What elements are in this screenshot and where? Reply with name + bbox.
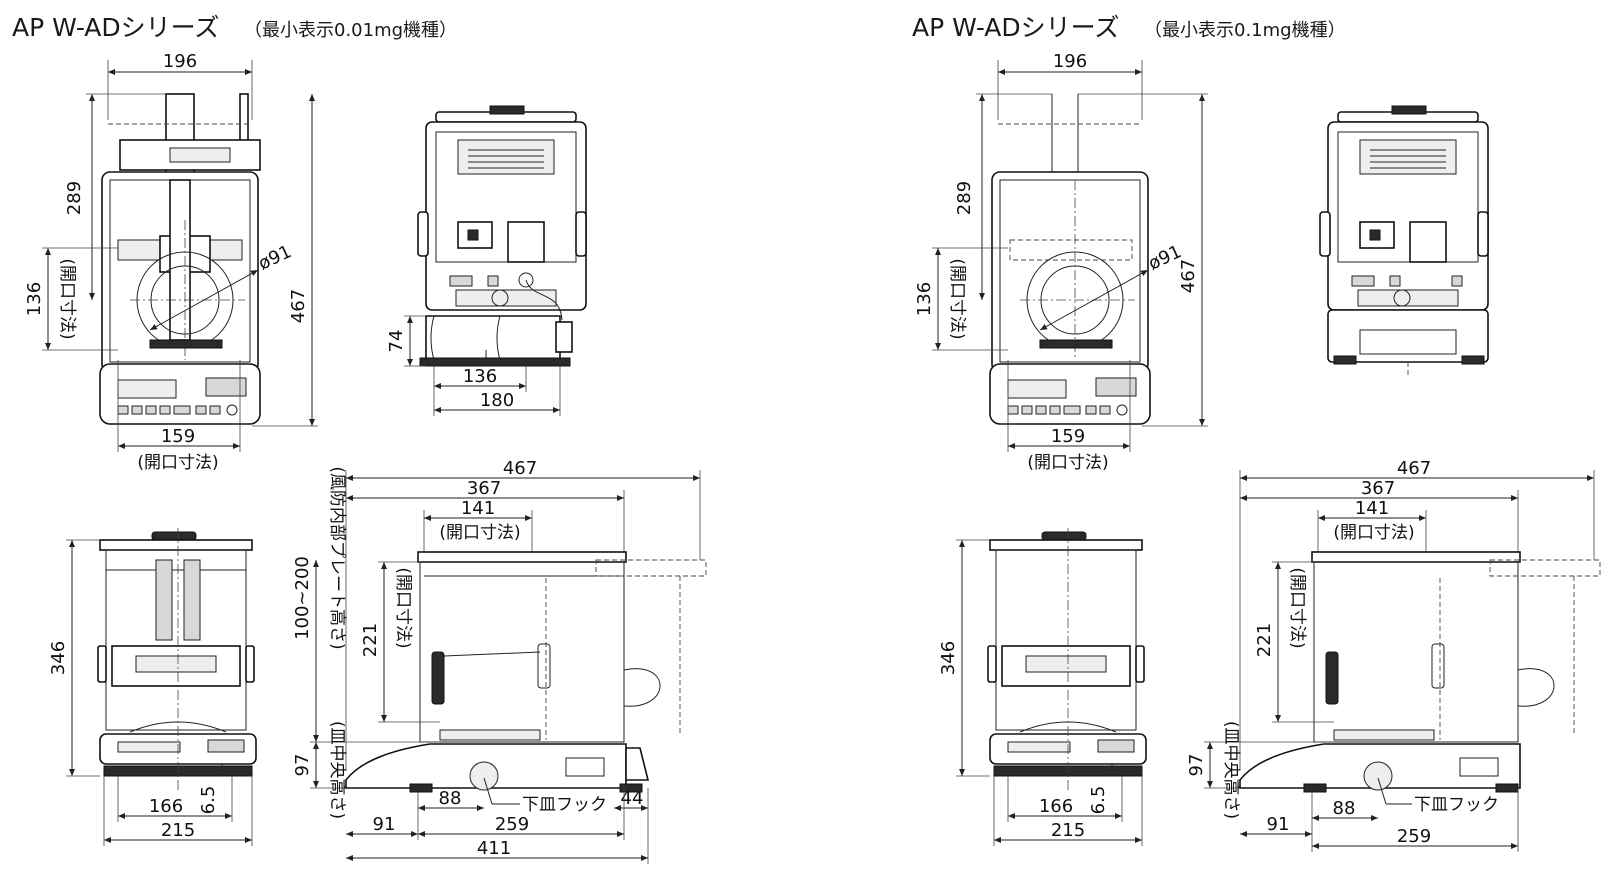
- r-dim-inner-h-note: (開口寸法): [1287, 567, 1307, 648]
- dim-front-width: 196: [163, 51, 197, 72]
- dim-door-opening-w-note: (開口寸法): [137, 453, 218, 473]
- left-front-lower-view: 346 166 215 6.5: [48, 528, 257, 846]
- r-dim-pan-h-note: (皿中央高さ): [1221, 721, 1241, 819]
- right-front-lower-view: 346 166 215 6.5: [938, 528, 1147, 846]
- dim-lower-height: 346: [48, 641, 69, 675]
- r-dim-foot-inner: 166: [1039, 796, 1073, 817]
- r-dim-side-depth: 367: [1361, 478, 1395, 499]
- right-rear-view: [1319, 105, 1489, 376]
- right-subtitle: （最小表示0.1mg機種）: [1144, 20, 1346, 41]
- dim-pan-diameter: ø91: [255, 241, 295, 274]
- dim-foot-height: 6.5: [198, 786, 219, 815]
- dim-base-w2: 180: [480, 390, 514, 411]
- dim-door-opening-h-note: (開口寸法): [57, 258, 77, 339]
- dim-side-44: 44: [621, 788, 644, 809]
- r-dim-side-88: 88: [1333, 798, 1356, 819]
- dim-front-289: 289: [64, 181, 85, 215]
- r-dim-top-open-note: (開口寸法): [1333, 523, 1414, 543]
- r-dim-front-289: 289: [954, 181, 975, 215]
- r-dim-side-total-depth: 467: [1397, 458, 1431, 479]
- dim-plate-h-note: (風防内部プレート高さ): [327, 466, 347, 649]
- r-dim-front-total-height: 467: [1178, 259, 1199, 293]
- r-dim-side-91: 91: [1267, 814, 1290, 835]
- r-dim-front-width: 196: [1053, 51, 1087, 72]
- dim-side-depth: 367: [467, 478, 501, 499]
- dim-pan-h-note: (皿中央高さ): [327, 721, 347, 819]
- dim-side-259: 259: [495, 814, 529, 835]
- r-hook-label: 下皿フック: [1414, 795, 1499, 815]
- left-front-view: 196 ø91 289: [24, 51, 318, 473]
- r-dim-top-open: 141: [1355, 498, 1389, 519]
- r-dim-inner-h: 221: [1254, 623, 1275, 657]
- dim-side-total-depth: 467: [503, 458, 537, 479]
- r-dim-foot-height: 6.5: [1088, 786, 1109, 815]
- r-dim-door-opening-h-note: (開口寸法): [947, 258, 967, 339]
- dim-base-w1: 136: [463, 366, 497, 387]
- dim-foot-outer: 215: [161, 820, 195, 841]
- r-dim-lower-height: 346: [938, 641, 959, 675]
- dim-top-open-note: (開口寸法): [439, 523, 520, 543]
- left-side-view: 467 367 141 (開口寸法) 221 (開: [292, 458, 707, 864]
- r-dim-side-259: 259: [1397, 826, 1431, 847]
- right-front-view: 196 ø91 289 136 (開口寸法): [914, 51, 1208, 473]
- r-dim-door-opening-h: 136: [914, 282, 935, 316]
- r-dim-door-opening-w: 159: [1051, 426, 1085, 447]
- right-side-view: 467 367 141 (開口寸法) 221 (開口寸法) 97: [1186, 458, 1601, 852]
- dim-door-opening-h: 136: [24, 282, 45, 316]
- dim-top-open: 141: [461, 498, 495, 519]
- r-dim-door-opening-w-note: (開口寸法): [1027, 453, 1108, 473]
- dim-inner-h: 221: [360, 623, 381, 657]
- left-subtitle: （最小表示0.01mg機種）: [244, 20, 457, 41]
- dim-pan-h: 97: [292, 754, 313, 777]
- right-title: AP W-ADシリーズ: [912, 13, 1119, 42]
- dim-base-h: 74: [386, 330, 407, 353]
- hook-label: 下皿フック: [522, 795, 607, 815]
- dim-front-total-height: 467: [288, 289, 309, 323]
- dim-inner-h-note: (開口寸法): [393, 567, 413, 648]
- dim-side-411: 411: [477, 838, 511, 859]
- dim-side-88: 88: [439, 788, 462, 809]
- r-dim-pan-h: 97: [1186, 754, 1207, 777]
- dim-side-91: 91: [373, 814, 396, 835]
- left-title: AP W-ADシリーズ: [12, 13, 219, 42]
- dim-plate-h: 100~200: [292, 556, 313, 640]
- r-dim-foot-outer: 215: [1051, 820, 1085, 841]
- left-rear-view: 74 136 180: [386, 105, 587, 416]
- dim-foot-inner: 166: [149, 796, 183, 817]
- dim-door-opening-w: 159: [161, 426, 195, 447]
